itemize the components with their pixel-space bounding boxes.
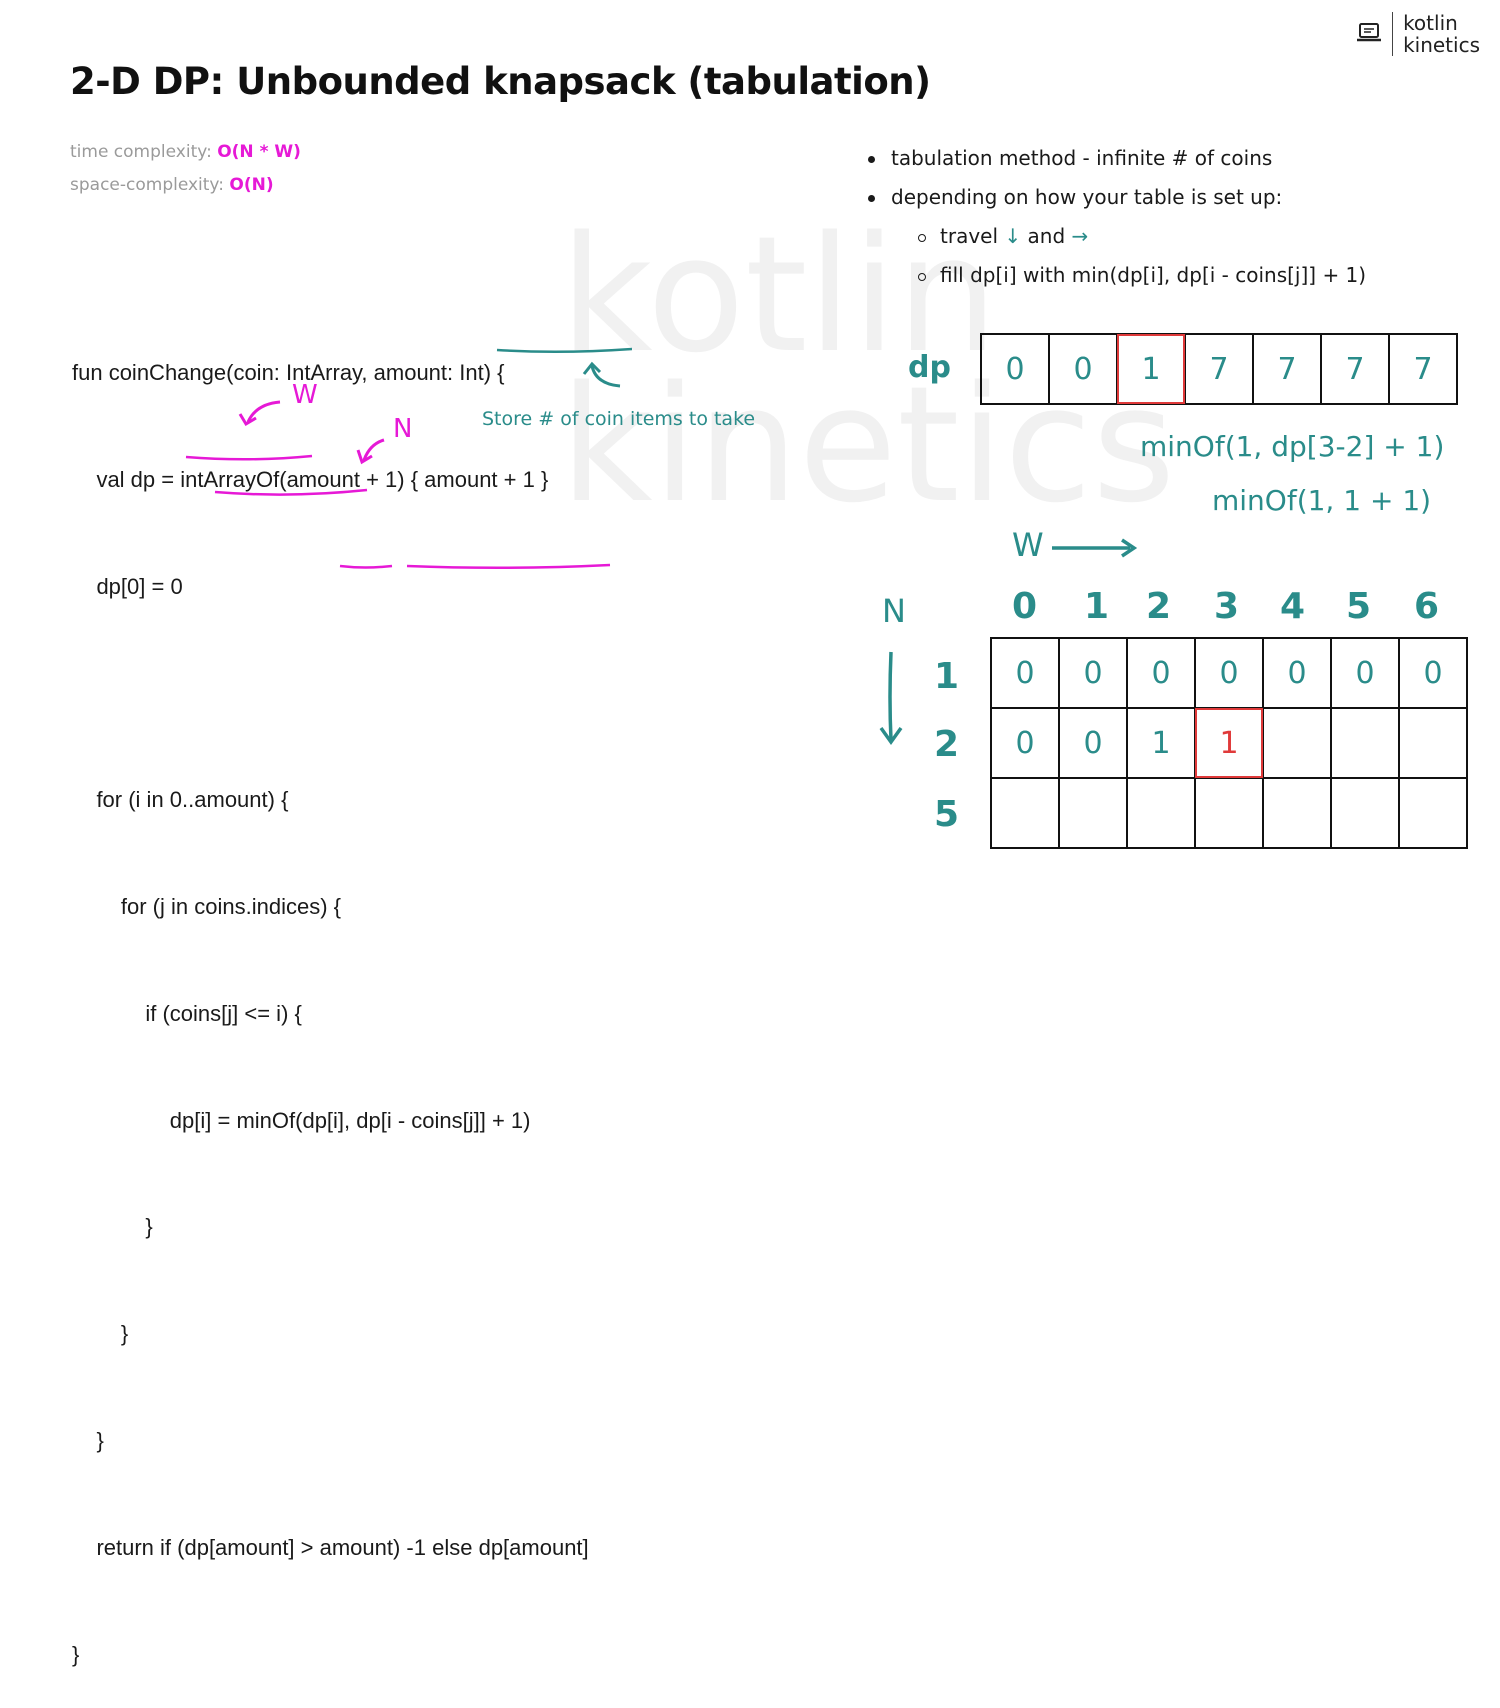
table-cell: [1330, 707, 1400, 779]
underline-indices: [214, 488, 368, 496]
col-header: 6: [1414, 586, 1440, 627]
table-cell: 0: [1126, 637, 1196, 709]
code-line: return if (dp[amount] > amount) -1 else …: [72, 1534, 589, 1560]
bullet-dot-icon: [868, 195, 875, 202]
bullet-dot-icon: [868, 156, 875, 163]
code-line: }: [72, 1641, 80, 1667]
space-complexity-label: space-complexity:: [70, 175, 224, 195]
underline-dp-i: [339, 564, 393, 569]
arrow-right-icon: →: [1071, 224, 1089, 248]
laptop-icon: [1356, 21, 1382, 47]
arrow-down-icon: ↓: [1004, 224, 1022, 248]
dp-cell: 7: [1252, 333, 1322, 405]
underline-amount: [496, 347, 633, 354]
code-line: }: [72, 1214, 153, 1240]
code-annotations: [185, 347, 633, 570]
col-header: 3: [1214, 586, 1240, 627]
bullet-item: tabulation method - infinite # of coins: [868, 146, 1272, 170]
w-annotation: W: [292, 380, 318, 410]
logo: kotlin kinetics: [1356, 12, 1480, 56]
col-header: 2: [1146, 586, 1172, 627]
table-cell: [1330, 777, 1400, 849]
table-cell: 0: [1398, 637, 1468, 709]
table-cell: 0: [1058, 707, 1128, 779]
table-cell: 0: [1330, 637, 1400, 709]
underline-range: [185, 454, 313, 461]
dp-array: 0 0 1 7 7 7 7: [980, 333, 1458, 405]
page-title: 2-D DP: Unbounded knapsack (tabulation): [70, 60, 931, 103]
code-line: dp[i] = minOf(dp[i], dp[i - coins[j]] + …: [72, 1107, 531, 1133]
col-header: 5: [1346, 586, 1372, 627]
arrow-right-icon: [1052, 538, 1138, 558]
dp-cell: 0: [1048, 333, 1118, 405]
table-cell: [990, 777, 1060, 849]
table-cell: 0: [1058, 637, 1128, 709]
code-line: }: [72, 1428, 104, 1453]
sub-bullet-item: travel ↓ and →: [918, 224, 1088, 248]
dp-cell: 7: [1388, 333, 1458, 405]
table-cell: [1194, 777, 1264, 849]
code-line: if (coins[j] <= i) {: [72, 1000, 302, 1026]
time-complexity-label: time complexity:: [70, 142, 212, 162]
dp-cell: 0: [980, 333, 1050, 405]
circle-bullet-icon: [918, 233, 926, 242]
arrow-down-icon: [879, 651, 903, 746]
col-header: 1: [1084, 586, 1110, 627]
table-n-label: N: [882, 592, 906, 630]
row-header: 5: [934, 794, 960, 835]
table-cell: 1: [1126, 707, 1196, 779]
logo-line2: kinetics: [1403, 33, 1480, 57]
table-cell: [1058, 777, 1128, 849]
store-note: Store # of coin items to take: [482, 408, 756, 430]
table-cell: [1262, 707, 1332, 779]
table-cell: 0: [990, 637, 1060, 709]
watermark-line1: kotlin: [560, 201, 998, 388]
code-line: dp[0] = 0: [72, 573, 183, 599]
time-complexity-value: O(N * W): [217, 142, 301, 162]
dp-array-label: dp: [908, 350, 951, 385]
arrow-w-icon: [246, 400, 281, 423]
min-note-2: minOf(1, 1 + 1): [1212, 484, 1432, 517]
dp-cell-highlighted: 1: [1116, 333, 1186, 405]
table-w-label: W: [1012, 526, 1044, 564]
dp-cell: 7: [1320, 333, 1390, 405]
code-line: }: [72, 1321, 129, 1347]
underline-dp-prev: [406, 563, 611, 570]
sub-bullet-item: fill dp[i] with min(dp[i], dp[i - coins[…: [918, 263, 1366, 287]
col-header: 0: [1012, 586, 1038, 627]
table-cell-highlighted: 1: [1194, 707, 1264, 779]
space-complexity-value: O(N): [229, 175, 274, 195]
logo-divider: [1392, 12, 1394, 56]
table-cell: 0: [1262, 637, 1332, 709]
table-cell: [1398, 707, 1468, 779]
logo-text: kotlin kinetics: [1403, 12, 1480, 56]
code-line: val dp = intArrayOf(amount + 1) { amount…: [72, 466, 549, 492]
time-complexity: time complexity: O(N * W): [70, 142, 301, 162]
min-note-1: minOf(1, dp[3-2] + 1): [1140, 430, 1445, 463]
table-cell: [1398, 777, 1468, 849]
dp-table: 0 0 0 0 0 0 0 0 0 1 1: [990, 637, 1468, 849]
col-header: 4: [1280, 586, 1306, 627]
table-row: 0 0 1 1: [990, 707, 1468, 779]
code-line: for (i in 0..amount) {: [72, 787, 289, 813]
arrow-n-icon: [362, 438, 385, 461]
table-cell: 0: [990, 707, 1060, 779]
logo-line1: kotlin: [1403, 11, 1458, 35]
bullet-item: depending on how your table is set up:: [868, 185, 1282, 209]
table-row: 0 0 0 0 0 0 0: [990, 637, 1468, 709]
circle-bullet-icon: [918, 272, 926, 281]
space-complexity: space-complexity: O(N): [70, 175, 274, 195]
row-header: 2: [934, 724, 960, 765]
table-cell: [1126, 777, 1196, 849]
table-cell: 0: [1194, 637, 1264, 709]
code-line: fun coinChange(coin: IntArray, amount: I…: [72, 360, 505, 386]
row-header: 1: [934, 656, 960, 697]
n-annotation: N: [393, 414, 413, 444]
dp-cell: 7: [1184, 333, 1254, 405]
table-cell: [1262, 777, 1332, 849]
table-row: [990, 777, 1468, 849]
arrow-up-icon: [590, 365, 621, 388]
